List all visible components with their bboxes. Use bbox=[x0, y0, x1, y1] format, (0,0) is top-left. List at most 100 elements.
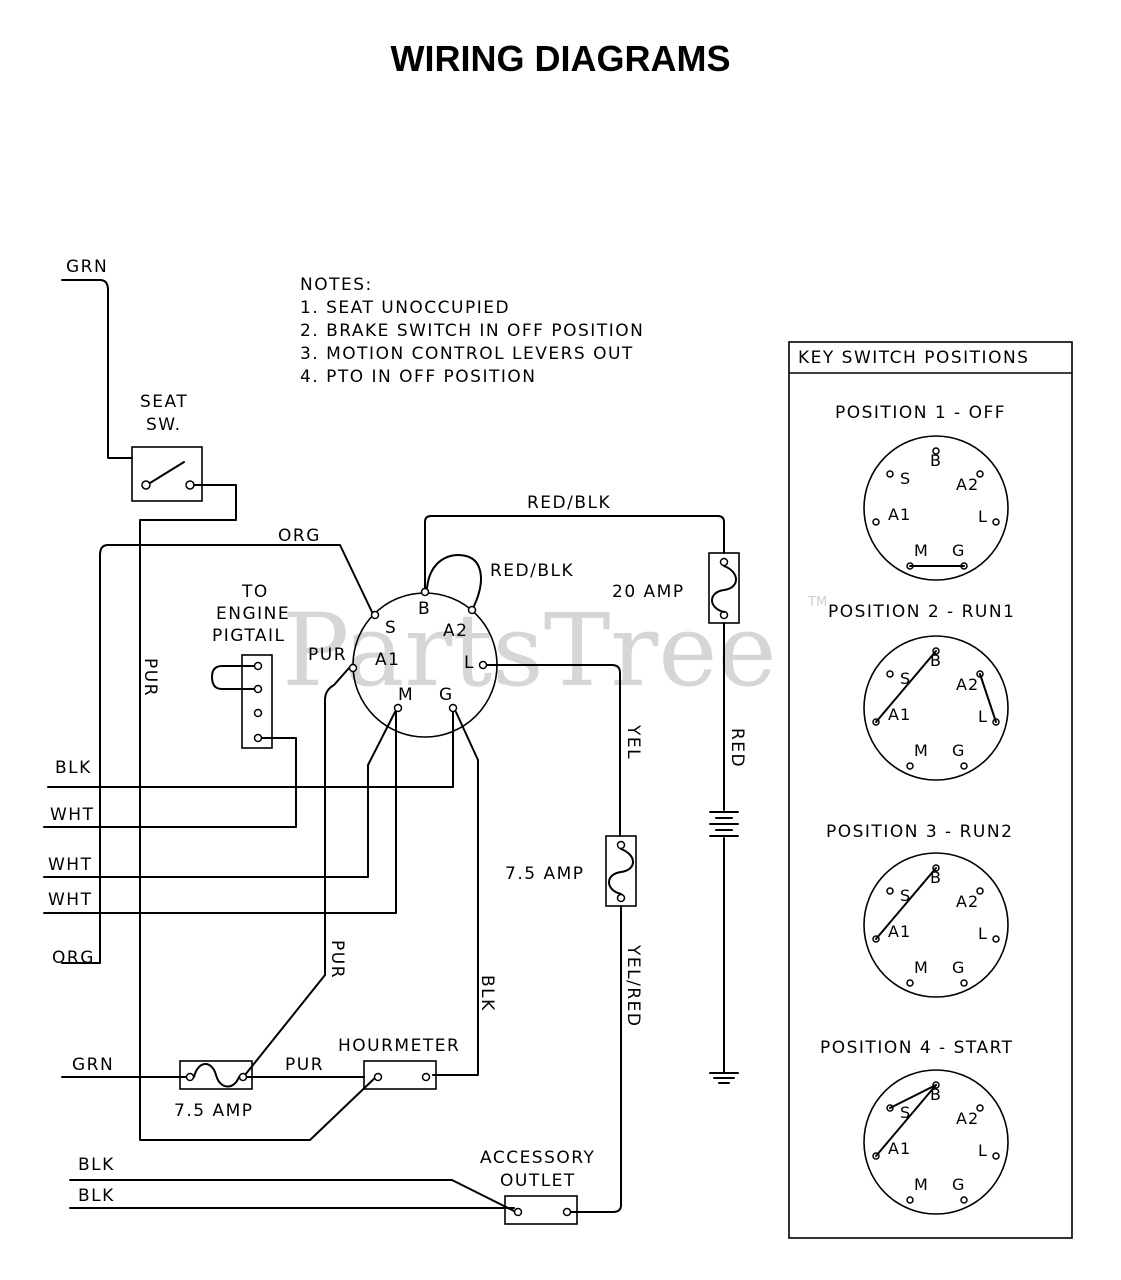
key-position-4-label-m: M bbox=[914, 1175, 929, 1194]
key-switch-heading: KEY SWITCH POSITIONS bbox=[798, 348, 1029, 368]
wire-label-blk-bottom-1: BLK bbox=[78, 1155, 115, 1175]
fuse-75-mid-terminal-bottom bbox=[616, 893, 626, 903]
seat-switch-terminal-1 bbox=[141, 480, 151, 490]
pigtail-jumper bbox=[211, 665, 255, 690]
fuse-20-label: 20 AMP bbox=[612, 582, 685, 602]
pigtail-pin-1 bbox=[253, 661, 263, 671]
terminal-a2 bbox=[467, 605, 477, 615]
terminal-s bbox=[370, 610, 380, 620]
terminal-g bbox=[448, 703, 458, 713]
terminal-b-label: B bbox=[418, 599, 431, 619]
key-position-4-terminal-g bbox=[960, 1196, 968, 1204]
watermark: PartsTree bbox=[282, 592, 777, 709]
wire-org-top bbox=[61, 544, 373, 964]
key-position-4-terminal-l bbox=[992, 1152, 1000, 1160]
note-1: 1. SEAT UNOCCUPIED bbox=[300, 298, 510, 318]
fuse-75-mid-label: 7.5 AMP bbox=[505, 864, 585, 884]
terminal-l bbox=[478, 660, 488, 670]
key-position-3-label-l: L bbox=[978, 924, 988, 943]
wire-pur-a1 bbox=[244, 667, 350, 1076]
pigtail-box bbox=[241, 654, 273, 749]
notes-block: NOTES: 1. SEAT UNOCCUPIED 2. BRAKE SWITC… bbox=[300, 275, 643, 387]
pigtail-label-1: TO bbox=[241, 582, 269, 602]
terminal-m-label: M bbox=[398, 685, 414, 705]
position-1-label: POSITION 1 - OFF bbox=[835, 403, 1006, 423]
key-position-4-label-a1: A1 bbox=[888, 1139, 911, 1158]
wire-blk-bottom-1 bbox=[69, 1179, 517, 1213]
key-position-1-outline bbox=[863, 435, 1009, 581]
key-position-2-label-g: G bbox=[952, 741, 965, 760]
position-3-label: POSITION 3 - RUN2 bbox=[826, 822, 1013, 842]
fuse-75-low-terminal-right bbox=[238, 1072, 248, 1082]
wire-label-pur-vert: PUR bbox=[327, 940, 347, 979]
key-position-3-label-g: G bbox=[952, 958, 965, 977]
key-position-4-terminal-m bbox=[906, 1196, 914, 1204]
wire-label-red: RED bbox=[727, 728, 747, 768]
fuse-20-terminal-top bbox=[719, 557, 729, 567]
fuse-20-element bbox=[711, 565, 737, 613]
key-position-2-label-s: S bbox=[900, 669, 911, 688]
accessory-outlet-terminal-right bbox=[562, 1207, 572, 1217]
key-position-2-link-a1-b bbox=[875, 650, 937, 723]
key-position-3-terminal-g bbox=[960, 979, 968, 987]
hourmeter bbox=[363, 1060, 437, 1090]
key-position-4-terminal-a2 bbox=[976, 1104, 984, 1112]
ground-symbol bbox=[709, 1072, 739, 1084]
wire-label-blk-left: BLK bbox=[55, 758, 92, 778]
key-position-1-terminal-s bbox=[886, 470, 894, 478]
wire-yel-red bbox=[567, 905, 622, 1213]
wire-label-blk-bottom-2: BLK bbox=[78, 1186, 115, 1206]
position-4-label: POSITION 4 - START bbox=[820, 1038, 1014, 1058]
key-position-2-label-a1: A1 bbox=[888, 705, 911, 724]
accessory-outlet-label-2: OUTLET bbox=[500, 1171, 576, 1191]
key-position-3-terminal-m bbox=[906, 979, 914, 987]
wire-label-wht-3: WHT bbox=[48, 890, 92, 910]
wire-blk-g-hourmeter bbox=[432, 711, 479, 1076]
key-position-3-label-m: M bbox=[914, 958, 929, 977]
position-2-label: POSITION 2 - RUN1 bbox=[828, 602, 1015, 622]
wire-label-yel-red: YEL/RED bbox=[623, 944, 643, 1027]
pigtail-pin-2 bbox=[253, 684, 263, 694]
key-position-2-link-a2-l bbox=[979, 673, 997, 723]
terminal-b bbox=[420, 587, 430, 597]
fuse-75-low-box bbox=[179, 1060, 253, 1090]
key-position-3-terminal-a2 bbox=[976, 887, 984, 895]
wire-label-org-top: ORG bbox=[278, 526, 321, 546]
key-position-3-outline bbox=[863, 852, 1009, 998]
key-position-2-terminal-m bbox=[906, 762, 914, 770]
notes-heading: NOTES: bbox=[300, 275, 373, 295]
seat-switch: SEAT SW. bbox=[131, 392, 203, 502]
fuse-75-low-label: 7.5 AMP bbox=[174, 1101, 254, 1121]
key-position-4-label-s: S bbox=[900, 1103, 911, 1122]
key-position-1-label-l: L bbox=[978, 507, 988, 526]
pigtail-label-2: ENGINE bbox=[216, 604, 290, 624]
wire-label-pur-a1: PUR bbox=[308, 645, 347, 665]
hourmeter-terminal-left bbox=[373, 1072, 383, 1082]
hourmeter-terminal-right bbox=[421, 1072, 431, 1082]
terminal-a1 bbox=[348, 663, 358, 673]
key-position-3-terminal-s bbox=[886, 887, 894, 895]
battery-symbol bbox=[709, 811, 739, 837]
hourmeter-label: HOURMETER bbox=[338, 1036, 460, 1056]
key-position-1-terminal-a1 bbox=[872, 518, 880, 526]
wire-label-org-left: ORG bbox=[52, 948, 95, 968]
wire-label-grn-bottom: GRN bbox=[72, 1055, 114, 1075]
note-3: 3. MOTION CONTROL LEVERS OUT bbox=[300, 344, 634, 364]
watermark-tm: TM bbox=[807, 595, 827, 610]
key-position-1-label-b: B bbox=[930, 451, 942, 470]
fuse-75-low bbox=[179, 1060, 253, 1090]
key-position-1-label-s: S bbox=[900, 469, 911, 488]
seat-switch-contact bbox=[149, 461, 185, 484]
wire-label-wht-2: WHT bbox=[48, 855, 92, 875]
key-position-3-terminal-l bbox=[992, 935, 1000, 943]
key-position-1-terminal-b bbox=[932, 447, 940, 455]
wire-blk-left bbox=[47, 711, 454, 788]
key-position-1-terminal-l bbox=[992, 518, 1000, 526]
key-position-3-label-a2: A2 bbox=[956, 892, 979, 911]
wire-seat-switch-out bbox=[139, 484, 379, 1141]
wire-red-blk-top bbox=[424, 515, 725, 589]
terminal-a2-label: A2 bbox=[443, 621, 468, 641]
accessory-outlet-label-1: ACCESSORY bbox=[480, 1148, 595, 1168]
key-position-2-terminal-g bbox=[960, 762, 968, 770]
